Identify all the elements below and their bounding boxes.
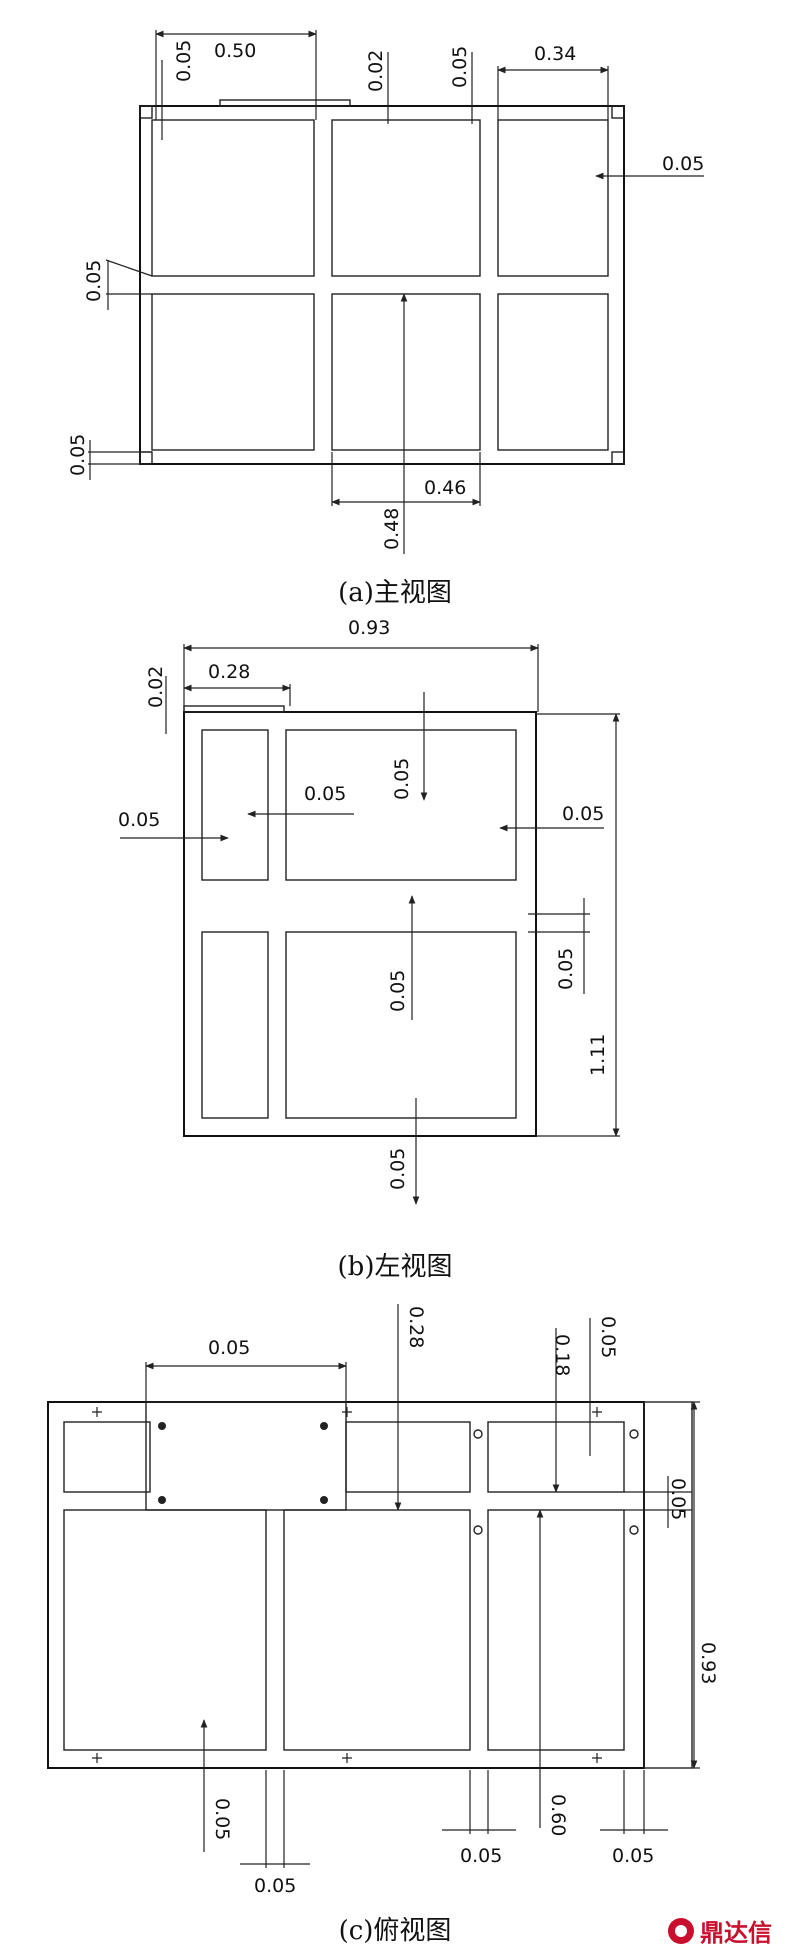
top-cell xyxy=(63,1509,267,1751)
caption-front-view: (a)主视图 xyxy=(338,578,452,608)
dim-label: 0.05 xyxy=(662,153,704,175)
dim-label: 0.93 xyxy=(348,617,390,639)
front-cell xyxy=(331,293,481,451)
left-cell xyxy=(285,729,517,881)
cross-mark xyxy=(92,1753,102,1763)
dim-label: 0.05 xyxy=(391,758,413,800)
front-corner-block xyxy=(139,105,153,119)
bolt-hole xyxy=(158,1422,166,1430)
dim-label: 0.28 xyxy=(208,661,250,683)
bolt-hole xyxy=(629,1429,639,1439)
front-cell xyxy=(151,293,315,451)
dim-label: 0.05 xyxy=(304,783,346,805)
cross-mark xyxy=(342,1753,352,1763)
top-view: 0.05 0.28 0.18 0.05 0.05 0.93 0.05 0.60 … xyxy=(47,1304,719,1897)
dim-label: 0.18 xyxy=(551,1334,573,1376)
left-cell xyxy=(201,931,269,1119)
dim-label: 0.05 xyxy=(667,1478,689,1520)
dim-label: 0.50 xyxy=(214,40,256,62)
dim-label: 1.11 xyxy=(587,1034,609,1076)
front-cell xyxy=(497,119,609,277)
front-corner-block xyxy=(611,105,625,119)
top-cell xyxy=(283,1509,471,1751)
watermark-logo-icon xyxy=(668,1917,694,1944)
dim-label: 0.60 xyxy=(547,1794,569,1836)
front-cell xyxy=(497,293,609,451)
caption-top-view: (c)俯视图 xyxy=(338,1916,452,1946)
dim-label: 0.05 xyxy=(597,1316,619,1358)
dim-label: 0.05 xyxy=(460,1845,502,1867)
dim-label: 0.48 xyxy=(381,508,403,550)
watermark: 鼎达信 xyxy=(668,1913,772,1948)
left-cell xyxy=(285,931,517,1119)
cross-mark xyxy=(592,1407,602,1417)
front-outer-frame xyxy=(139,105,625,465)
dim-label: 0.93 xyxy=(697,1642,719,1684)
left-cell xyxy=(201,729,269,881)
dim-label: 0.05 xyxy=(173,40,195,82)
dim-label: 0.05 xyxy=(387,1148,409,1190)
dim-label: 0.05 xyxy=(387,970,409,1012)
dim-label: 0.02 xyxy=(365,50,387,92)
dim-label: 0.46 xyxy=(424,477,466,499)
bolt-hole xyxy=(320,1496,328,1504)
dim-label: 0.05 xyxy=(208,1337,250,1359)
front-corner-block xyxy=(139,451,153,465)
dim-label: 0.05 xyxy=(254,1875,296,1897)
bolt-hole xyxy=(473,1525,483,1535)
top-cell xyxy=(63,1421,151,1493)
front-corner-block xyxy=(611,451,625,465)
cross-mark xyxy=(592,1753,602,1763)
front-cell xyxy=(151,119,315,277)
dim-label: 0.05 xyxy=(83,260,105,302)
front-view: 0.50 0.05 0.02 0.05 0.34 0.05 0.05 0.05 xyxy=(67,30,704,554)
cross-mark xyxy=(92,1407,102,1417)
front-top-tab xyxy=(219,99,351,107)
top-raised-plate xyxy=(145,1401,347,1511)
dim-label: 0.05 xyxy=(118,809,160,831)
dim-label: 0.05 xyxy=(562,803,604,825)
left-view: 0.93 0.28 0.02 0.05 0.05 0.05 0.05 0.05 … xyxy=(118,617,620,1205)
dim-label: 0.05 xyxy=(67,434,89,476)
top-right-flange xyxy=(643,1401,693,1769)
dim-label: 0.05 xyxy=(555,948,577,990)
dim-label: 0.05 xyxy=(449,46,471,88)
dim-label: 0.28 xyxy=(405,1306,427,1348)
top-cell xyxy=(487,1509,625,1751)
dim-label: 0.02 xyxy=(145,666,167,708)
dim-label: 0.34 xyxy=(534,43,576,65)
bolt-hole xyxy=(473,1429,483,1439)
cross-mark xyxy=(342,1407,352,1417)
front-cell xyxy=(331,119,481,277)
dim-label: 0.05 xyxy=(612,1845,654,1867)
bolt-hole xyxy=(320,1422,328,1430)
dim-label: 0.05 xyxy=(211,1798,233,1840)
dim-ext xyxy=(105,259,153,277)
bolt-hole xyxy=(158,1496,166,1504)
watermark-text: 鼎达信 xyxy=(700,1919,772,1947)
caption-left-view: (b)左视图 xyxy=(337,1252,453,1282)
left-outer-frame xyxy=(183,711,537,1137)
bolt-hole xyxy=(629,1525,639,1535)
top-cell xyxy=(345,1421,471,1493)
